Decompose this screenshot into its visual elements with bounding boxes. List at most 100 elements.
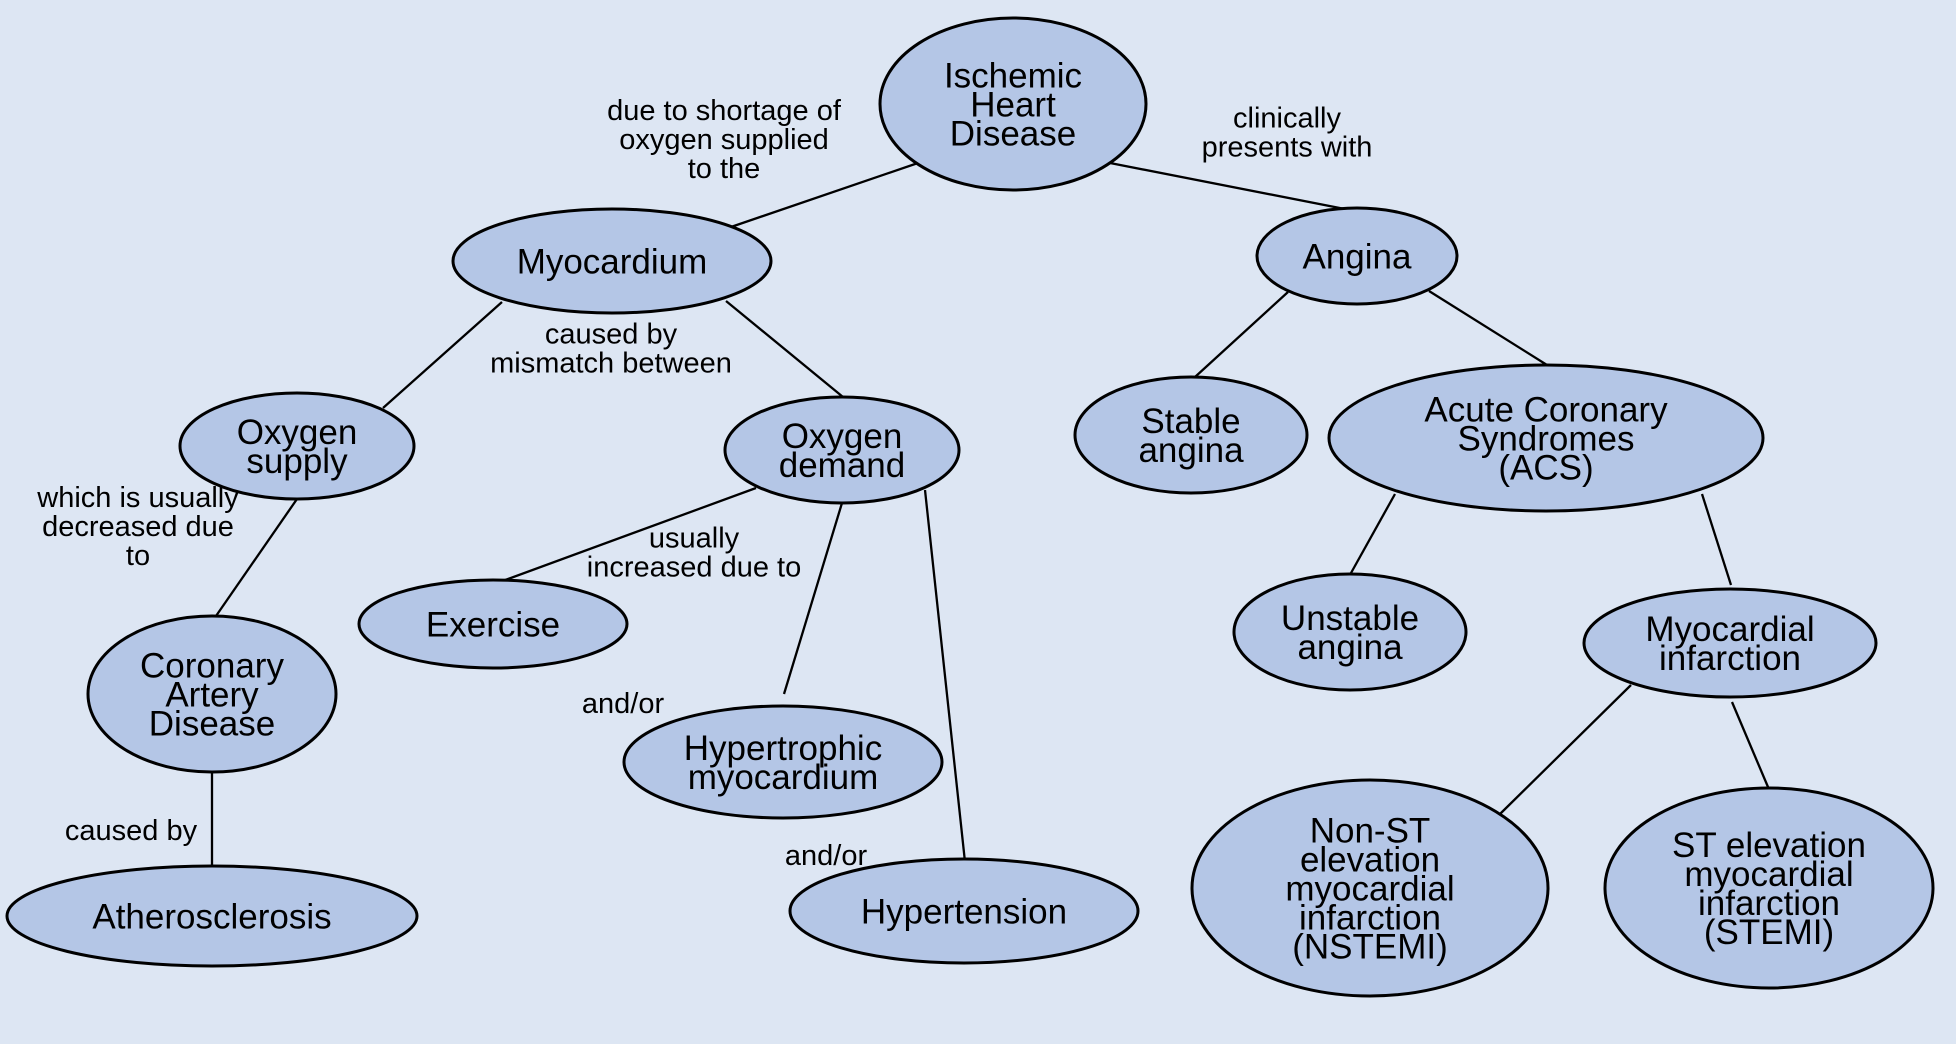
edge-label-text-line: caused by xyxy=(65,815,198,847)
edge-label-caused-by: caused by xyxy=(65,815,198,847)
node-text-line: Myocardial xyxy=(1645,610,1814,649)
node-text-line: Atherosclerosis xyxy=(92,897,331,936)
edge-label-text-line: which is usually xyxy=(36,482,239,514)
node-text-line: Hypertrophic xyxy=(684,729,882,768)
node-ellipse xyxy=(723,395,961,505)
node-ellipse xyxy=(1190,778,1550,998)
node-text-line: Heart xyxy=(970,85,1056,124)
node-text-line: Syndromes xyxy=(1457,419,1634,458)
edge-label-text-line: decreased due xyxy=(42,511,234,543)
edge-label-text-line: to xyxy=(126,540,150,572)
node-text-line: Unstable xyxy=(1281,599,1419,638)
node-angina: Angina xyxy=(1255,206,1459,306)
connector-line xyxy=(725,300,844,398)
node-text-line: Disease xyxy=(950,114,1076,153)
edge-label-text-line: to the xyxy=(688,153,761,185)
edge-label-text-line: increased due to xyxy=(587,552,801,584)
connector-line xyxy=(1349,493,1397,574)
node-text-line: elevation xyxy=(1300,840,1440,879)
connector-line xyxy=(782,502,844,695)
node-ellipse xyxy=(451,207,773,315)
node-text-line: (STEMI) xyxy=(1704,913,1834,952)
node-text-line: Oxygen xyxy=(782,417,903,456)
node-text-line: Angina xyxy=(1303,237,1413,276)
node-myocardium: Myocardium xyxy=(451,207,773,315)
node-text-line: Oxygen xyxy=(237,413,358,452)
node-ellipse xyxy=(357,578,629,670)
node-hypertension: Hypertension xyxy=(788,857,1140,965)
node-text-line: Artery xyxy=(165,675,259,714)
node-text-line: demand xyxy=(779,446,905,485)
edge-label-text-line: and/or xyxy=(785,840,868,872)
node-nstemi: Non-STelevationmyocardialinfarction(NSTE… xyxy=(1190,778,1550,998)
connector-line xyxy=(215,498,298,617)
edge-label-and-or-1: and/or xyxy=(582,688,665,720)
node-text-line: (ACS) xyxy=(1498,448,1593,487)
edge-label-text-line: presents with xyxy=(1202,132,1373,164)
edge-label-text-line: mismatch between xyxy=(490,348,732,380)
edge-label-text-line: caused by xyxy=(545,319,678,351)
node-atherosclerosis: Atherosclerosis xyxy=(5,864,419,968)
connector-line xyxy=(382,301,503,409)
edge-label-text-line: oxygen supplied xyxy=(619,124,829,156)
node-ellipse xyxy=(788,857,1140,965)
node-exercise: Exercise xyxy=(357,578,629,670)
node-text-line: Acute Coronary xyxy=(1424,390,1668,429)
connector-line xyxy=(1109,161,1356,213)
node-ellipse xyxy=(178,391,416,501)
node-text-line: Coronary xyxy=(140,646,284,685)
connector-line xyxy=(923,489,967,863)
node-text-line: angina xyxy=(1138,431,1244,470)
node-text-line: infarction xyxy=(1299,898,1441,937)
node-text-line: supply xyxy=(246,442,348,481)
edge-label-text-line: and/or xyxy=(582,688,665,720)
connector-line xyxy=(1730,701,1770,788)
node-ellipse xyxy=(1603,786,1935,990)
node-text-line: (NSTEMI) xyxy=(1292,927,1448,966)
connector-line xyxy=(1428,290,1548,366)
node-ellipse xyxy=(1232,572,1468,692)
node-text-line: Myocardium xyxy=(517,242,708,281)
node-text-line: Disease xyxy=(149,704,275,743)
node-text-line: myocardium xyxy=(688,758,879,797)
node-text-line: angina xyxy=(1297,628,1403,667)
node-text-line: ST elevation xyxy=(1672,826,1866,865)
node-ellipse xyxy=(1255,206,1459,306)
node-ellipse xyxy=(1327,363,1765,513)
connector-line xyxy=(496,486,757,585)
node-text-line: Stable xyxy=(1141,402,1240,441)
node-ellipse xyxy=(1582,587,1878,699)
connector-line xyxy=(1700,493,1733,586)
node-ellipse xyxy=(86,614,338,774)
edge-label-text-line: clinically xyxy=(1233,103,1341,135)
node-text-line: infarction xyxy=(1659,639,1801,678)
connector-line xyxy=(1194,291,1289,378)
edge-label-text-line: usually xyxy=(649,523,740,555)
node-text-line: Non-ST xyxy=(1310,811,1431,850)
node-text-line: Hypertension xyxy=(861,892,1067,931)
node-text-line: myocardial xyxy=(1285,869,1454,908)
node-text-line: Exercise xyxy=(426,605,560,644)
connector-line xyxy=(727,161,919,230)
node-text-line: myocardial xyxy=(1684,855,1853,894)
connector-line xyxy=(1499,684,1632,815)
node-ellipse xyxy=(1073,375,1309,495)
node-ellipse xyxy=(878,16,1148,192)
node-text-line: infarction xyxy=(1698,884,1840,923)
